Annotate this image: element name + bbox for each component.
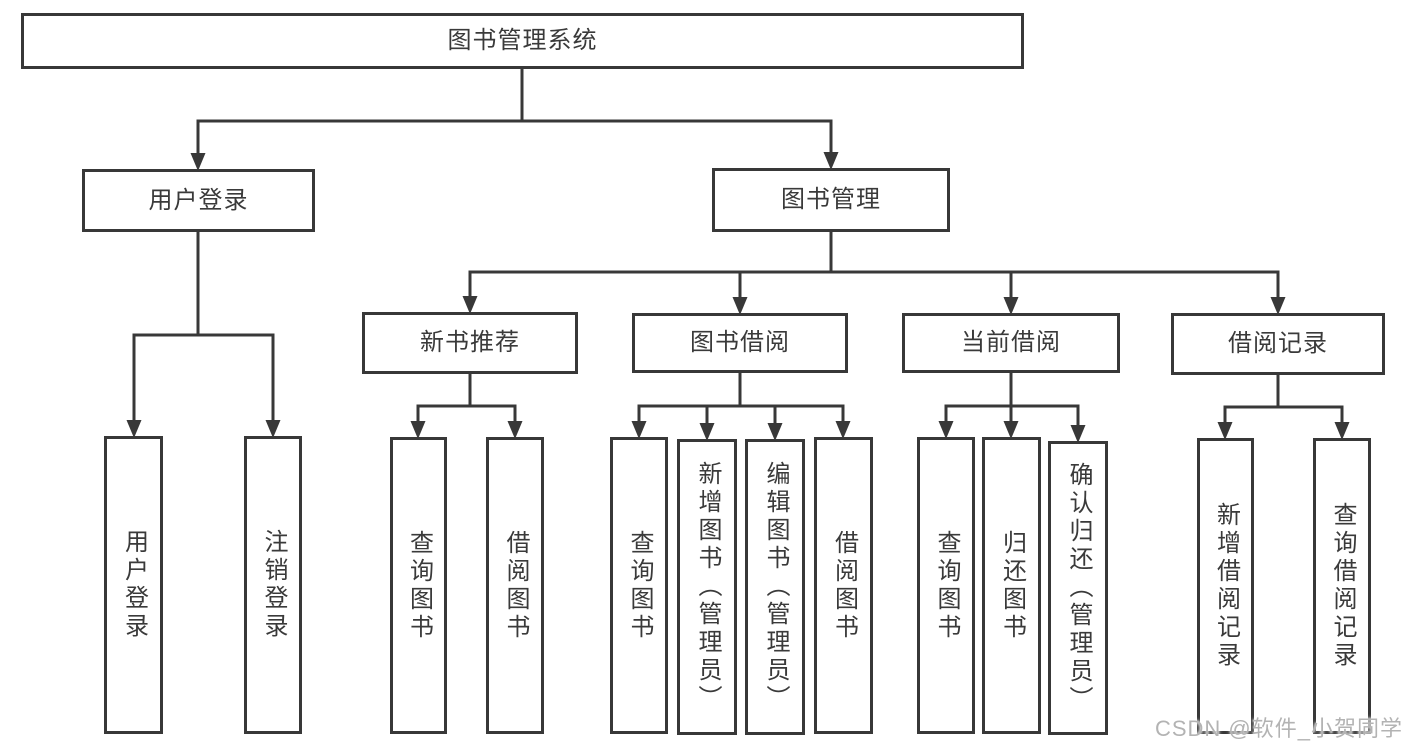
node-leaf-query-book-current: 查询图书 (917, 437, 975, 734)
node-leaf-borrow-book-recommend: 借阅图书 (486, 437, 544, 734)
node-leaf-add-book-admin: 新增图书（管理员） (677, 439, 737, 735)
node-leaf-query-book-recommend: 查询图书 (390, 437, 447, 734)
node-leaf-query-book-borrow: 查询图书 (610, 437, 668, 734)
node-leaf-return-book: 归还图书 (982, 437, 1041, 734)
node-user-login: 用户登录 (82, 169, 315, 232)
node-book-borrow: 图书借阅 (632, 313, 848, 373)
connector-current-borrow-to-leaves (938, 373, 1086, 443)
node-library-system: 图书管理系统 (21, 13, 1024, 69)
node-borrow-record: 借阅记录 (1171, 313, 1385, 375)
connector-borrow-record-to-leaves (1217, 375, 1350, 440)
node-current-borrow: 当前借阅 (902, 313, 1120, 373)
node-leaf-edit-book-admin: 编辑图书（管理员） (745, 439, 805, 735)
node-leaf-confirm-return-admin: 确认归还（管理员） (1048, 441, 1108, 735)
connector-root-to-level2 (190, 67, 839, 171)
node-book-management: 图书管理 (712, 168, 950, 232)
connector-new-book-to-leaves (410, 374, 523, 439)
node-leaf-query-borrow-record: 查询借阅记录 (1313, 438, 1371, 734)
node-leaf-logout: 注销登录 (244, 436, 302, 734)
node-leaf-add-borrow-record: 新增借阅记录 (1197, 438, 1254, 734)
node-new-book-recommend: 新书推荐 (362, 312, 578, 374)
node-leaf-user-login: 用户登录 (104, 436, 163, 734)
watermark: CSDN @软件_小贺同学 (1154, 716, 1403, 741)
connector-book-mgmt-to-level3 (462, 232, 1286, 315)
connector-user-login-to-leaves (126, 232, 281, 438)
node-leaf-borrow-book: 借阅图书 (814, 437, 873, 734)
connector-book-borrow-to-leaves (631, 373, 851, 441)
